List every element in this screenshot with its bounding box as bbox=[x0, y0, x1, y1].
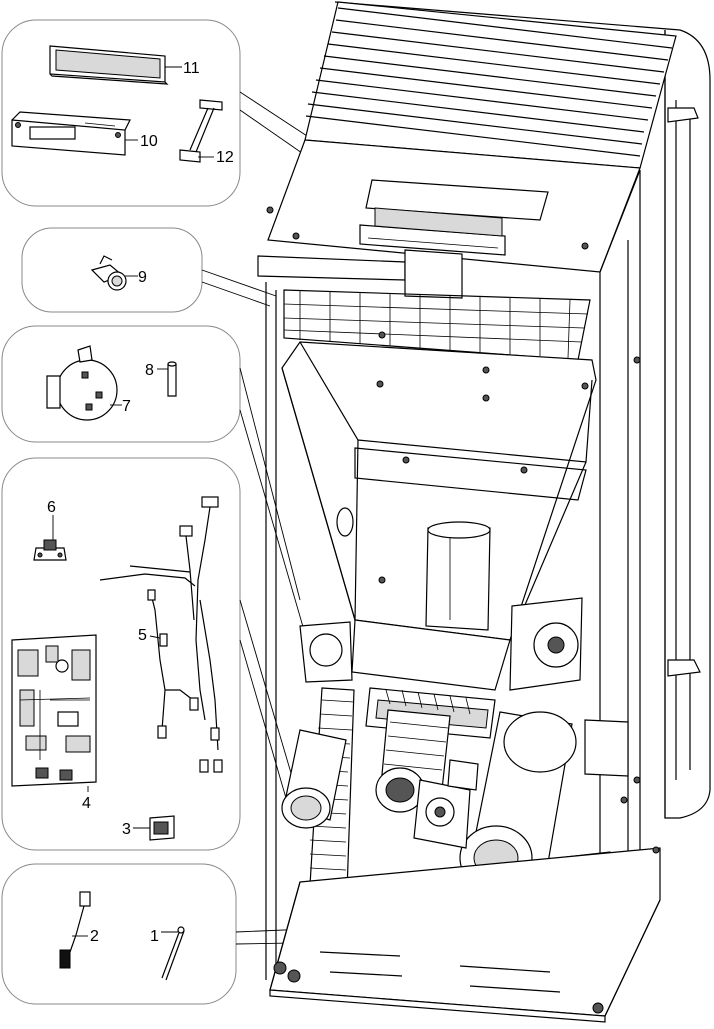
callout-3: 3 bbox=[122, 821, 131, 838]
tray-section bbox=[299, 597, 583, 691]
callout-9: 9 bbox=[138, 269, 147, 286]
auger-tube bbox=[425, 521, 491, 631]
small-module-part bbox=[149, 815, 175, 841]
sensor-part bbox=[33, 539, 67, 561]
callout-1: 1 bbox=[150, 928, 159, 945]
callout-10: 10 bbox=[140, 133, 158, 150]
callout-4: 4 bbox=[82, 795, 91, 812]
exhaust-pipe bbox=[281, 729, 347, 829]
control-board-part bbox=[11, 634, 97, 787]
callout-5: 5 bbox=[138, 627, 147, 644]
pressure-switch-part bbox=[46, 345, 118, 421]
display-board-part bbox=[11, 111, 131, 156]
callout-7: 7 bbox=[122, 398, 131, 415]
panel-sensors: 2 1 bbox=[1, 863, 237, 1005]
safety-thermostat-part bbox=[90, 255, 127, 291]
callout-6: 6 bbox=[47, 499, 56, 516]
callout-12: 12 bbox=[216, 149, 234, 166]
rear-electrical-box bbox=[584, 719, 629, 777]
heat-exchanger-fins bbox=[304, 1, 677, 169]
base-plate bbox=[269, 847, 661, 1023]
igniter-section bbox=[413, 759, 479, 849]
panel-pressure-switch: 7 8 bbox=[1, 325, 241, 443]
temperature-probe-part bbox=[161, 926, 185, 981]
rear-shell bbox=[334, 1, 711, 819]
front-flange bbox=[257, 249, 463, 299]
panel-thermostat: 9 bbox=[21, 227, 203, 313]
wiring-harness-part bbox=[99, 496, 223, 773]
probe-sensor-part bbox=[59, 891, 91, 969]
tube-part bbox=[167, 361, 177, 397]
top-plate bbox=[266, 139, 641, 273]
callout-8: 8 bbox=[145, 362, 154, 379]
ribbon-cable-part bbox=[179, 99, 223, 163]
side-frame bbox=[265, 169, 641, 980]
hopper-funnel bbox=[281, 341, 597, 641]
callout-2: 2 bbox=[90, 928, 99, 945]
misc-screws bbox=[378, 331, 660, 854]
main-unit-assembly bbox=[257, 1, 711, 1023]
display-cover-part bbox=[49, 45, 169, 85]
panel-display-parts: 11 10 12 bbox=[1, 19, 241, 207]
panel-electronics: 6 5 bbox=[1, 457, 241, 851]
callout-11: 11 bbox=[183, 60, 200, 77]
